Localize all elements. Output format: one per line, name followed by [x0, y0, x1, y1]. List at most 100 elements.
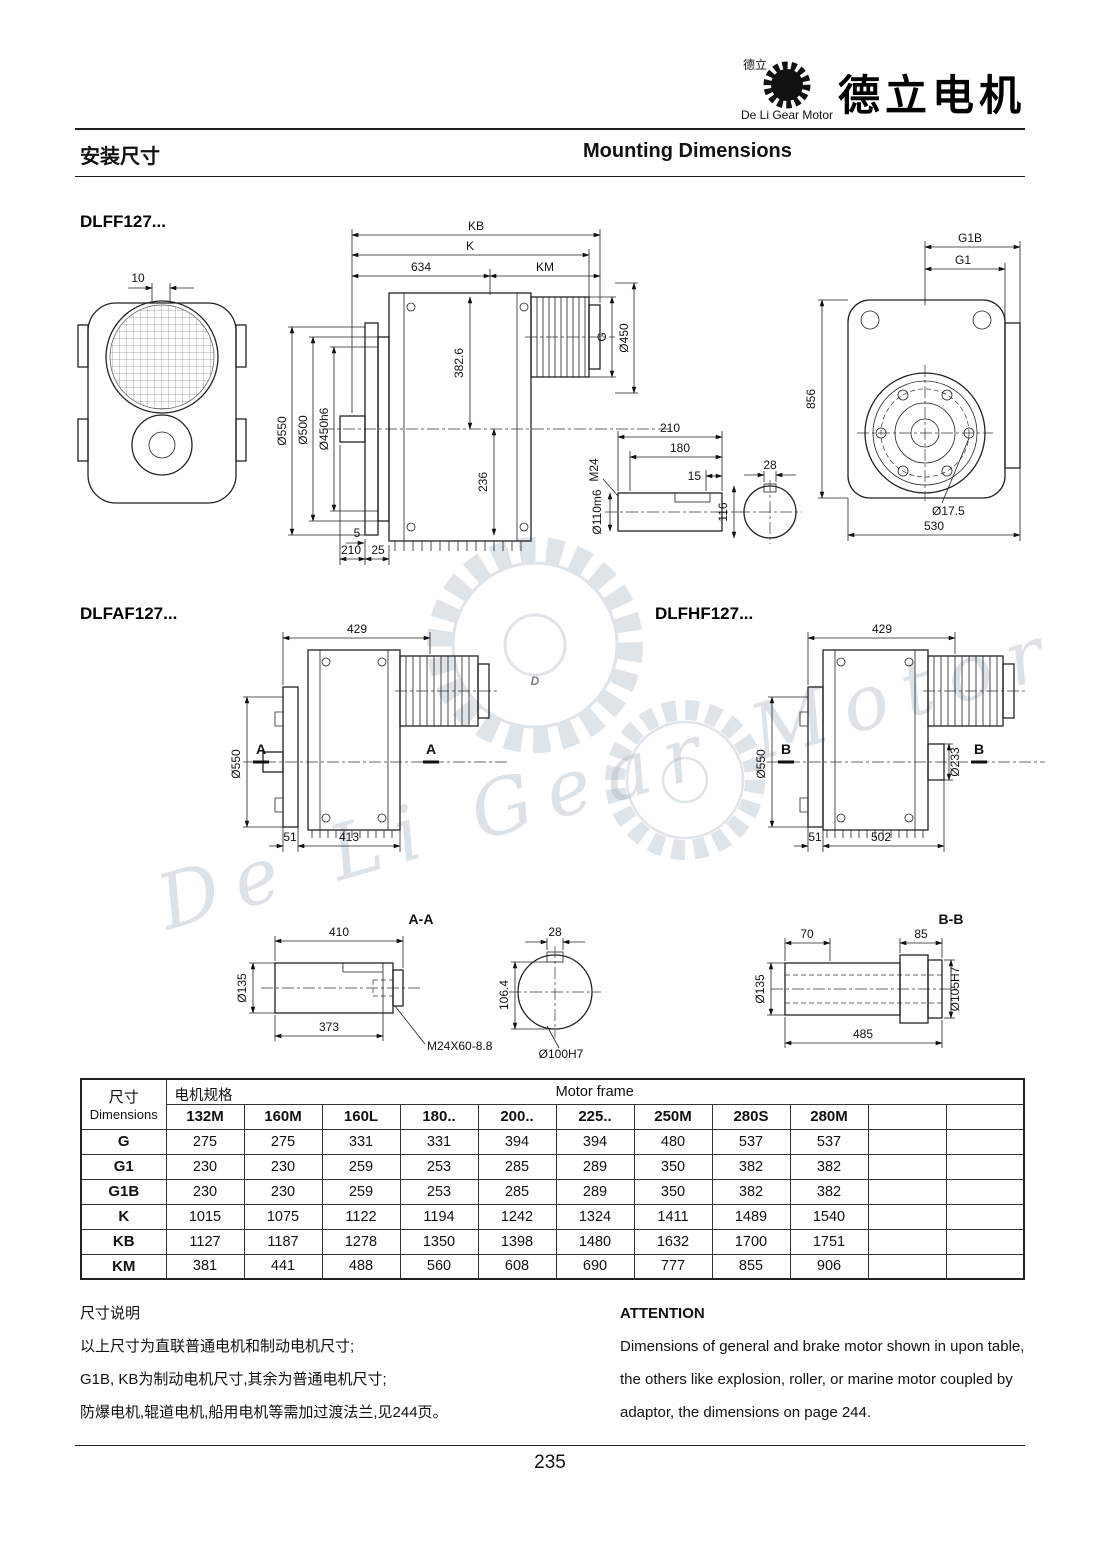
dim-kb: KB: [468, 219, 484, 233]
empty-cell: [945, 1203, 1025, 1230]
dim-d450: Ø450: [617, 323, 631, 353]
empty-cell: [945, 1153, 1025, 1180]
aa-shaft-view: 410 Ø135 373 M24X60-8.8: [235, 925, 493, 1053]
table-header-row-2: 132M 160M 160L 180.. 200.. 225.. 250M 28…: [81, 1103, 1025, 1130]
dim-header-en: Dimensions: [89, 1107, 158, 1123]
col-header: 280M: [789, 1103, 869, 1130]
row-label: KB: [80, 1228, 167, 1255]
table-cell: 608: [477, 1253, 557, 1280]
attention-title: ATTENTION: [620, 1305, 705, 1322]
notes-title: 尺寸说明: [80, 1305, 141, 1322]
table-cell: 1700: [711, 1228, 791, 1255]
dim-k: K: [466, 239, 474, 253]
watermark-gears: D: [427, 537, 765, 860]
dim-106-4: 106.4: [497, 980, 511, 1010]
dim-header-cell: 尺寸 Dimensions: [80, 1078, 167, 1130]
table-cell: 1540: [789, 1203, 869, 1230]
section-mark-a-right: A: [426, 741, 436, 757]
aa-end-view: 28 106.4 Ø100H7: [497, 925, 601, 1061]
table-cell: 289: [555, 1153, 635, 1180]
table-cell: 230: [165, 1153, 245, 1180]
table-cell: 275: [165, 1128, 245, 1155]
table-cell: 259: [321, 1178, 401, 1205]
empty-cell: [867, 1203, 947, 1230]
col-header: 250M: [633, 1103, 713, 1130]
table-cell: 1751: [789, 1228, 869, 1255]
motor-frame-en: Motor frame: [555, 1083, 634, 1100]
table-row: KB 1127 1187 1278 1350 1398 1480 1632 17…: [80, 1228, 1025, 1255]
dim-d233: Ø233: [948, 747, 962, 777]
section-mark-a-left: A: [256, 741, 266, 757]
table-cell: 382: [789, 1178, 869, 1205]
section-dlfhf-label: DLFHF127...: [655, 604, 754, 623]
attention-line: adaptor, the dimensions on page 244.: [620, 1404, 872, 1421]
dim-382: 382.6: [452, 348, 466, 378]
table-row: G1B 230 230 259 253 285 289 350 382 382: [80, 1178, 1025, 1205]
table-cell: 1480: [555, 1228, 635, 1255]
table-cell: 230: [243, 1178, 323, 1205]
table-row: KM 381 441 488 560 608 690 777 855 906: [80, 1253, 1025, 1280]
dim-410: 410: [329, 925, 349, 939]
section-dlff-label: DLFF127...: [80, 212, 166, 231]
dlfaf-drawing: 429 Ø550 A A 51 413: [229, 622, 510, 852]
logo-disc: [771, 69, 803, 101]
dim-236: 236: [476, 472, 490, 492]
dim-502: 502: [871, 830, 891, 844]
dim-d450h6: Ø450h6: [317, 407, 331, 450]
dlfhf-drawing: 429 Ø550 Ø233 B B 51 502: [755, 622, 1045, 852]
dim-210s: 210: [341, 543, 361, 557]
table-row: K 1015 1075 1122 1194 1242 1324 1411 148…: [80, 1203, 1025, 1230]
table-cell: 1015: [165, 1203, 245, 1230]
aa-label: A-A: [409, 911, 434, 927]
dim-180: 180: [670, 441, 690, 455]
section-mark-b-left: B: [781, 741, 791, 757]
dim-116: 116: [716, 502, 730, 521]
notes-line: G1B, KB为制动电机尺寸,其余为普通电机尺寸;: [80, 1371, 387, 1388]
row-label: KM: [80, 1253, 167, 1280]
logo-gear-icon: [763, 61, 811, 109]
page-title-en: Mounting Dimensions: [583, 140, 792, 162]
col-header: 280S: [711, 1103, 791, 1130]
row-label: G1: [80, 1153, 167, 1180]
table-cell: 381: [165, 1253, 245, 1280]
table-row: G1 230 230 259 253 285 289 350 382 382: [80, 1153, 1025, 1180]
col-header: 160L: [321, 1103, 401, 1130]
dim-d110m6: Ø110m6: [590, 489, 604, 534]
dlff-front-view: 10: [77, 271, 247, 504]
dim-856: 856: [804, 389, 818, 409]
table-cell: 1350: [399, 1228, 479, 1255]
footer-divider: [75, 1445, 1025, 1446]
dlff-shaft-detail: 210 180 15 M24 Ø110m6 28 116: [587, 421, 802, 544]
empty-cell: [945, 1228, 1025, 1255]
table-cell: 1242: [477, 1203, 557, 1230]
table-cell: 1278: [321, 1228, 401, 1255]
dim-25: 25: [371, 543, 385, 557]
dim-429: 429: [872, 622, 892, 636]
col-header: 180..: [399, 1103, 479, 1130]
empty-cell: [867, 1228, 947, 1255]
table-cell: 253: [399, 1153, 479, 1180]
table-cell: 1398: [477, 1228, 557, 1255]
dim-28: 28: [763, 458, 777, 472]
table-cell: 331: [321, 1128, 401, 1155]
table-cell: 394: [555, 1128, 635, 1155]
table-cell: 1127: [165, 1228, 245, 1255]
dim-g1b: G1B: [958, 231, 982, 245]
logo-zh-label: 德立: [743, 57, 767, 72]
table-cell: 1324: [555, 1203, 635, 1230]
dim-485: 485: [853, 1027, 873, 1041]
dim-5: 5: [354, 526, 361, 540]
watermark-gear-shapes: [427, 537, 765, 860]
attention-line: Dimensions of general and brake motor sh…: [620, 1338, 1025, 1355]
table-cell: 1194: [399, 1203, 479, 1230]
page-number: 235: [534, 1452, 566, 1473]
table-cell: 1075: [243, 1203, 323, 1230]
title-divider: [75, 176, 1025, 177]
table-cell: 350: [633, 1153, 713, 1180]
table-cell: 855: [711, 1253, 791, 1280]
table-cell: 1187: [243, 1228, 323, 1255]
table-cell: 906: [789, 1253, 869, 1280]
table-cell: 285: [477, 1178, 557, 1205]
brand-logo: D 德立 De Li Gear Motor: [741, 57, 833, 122]
